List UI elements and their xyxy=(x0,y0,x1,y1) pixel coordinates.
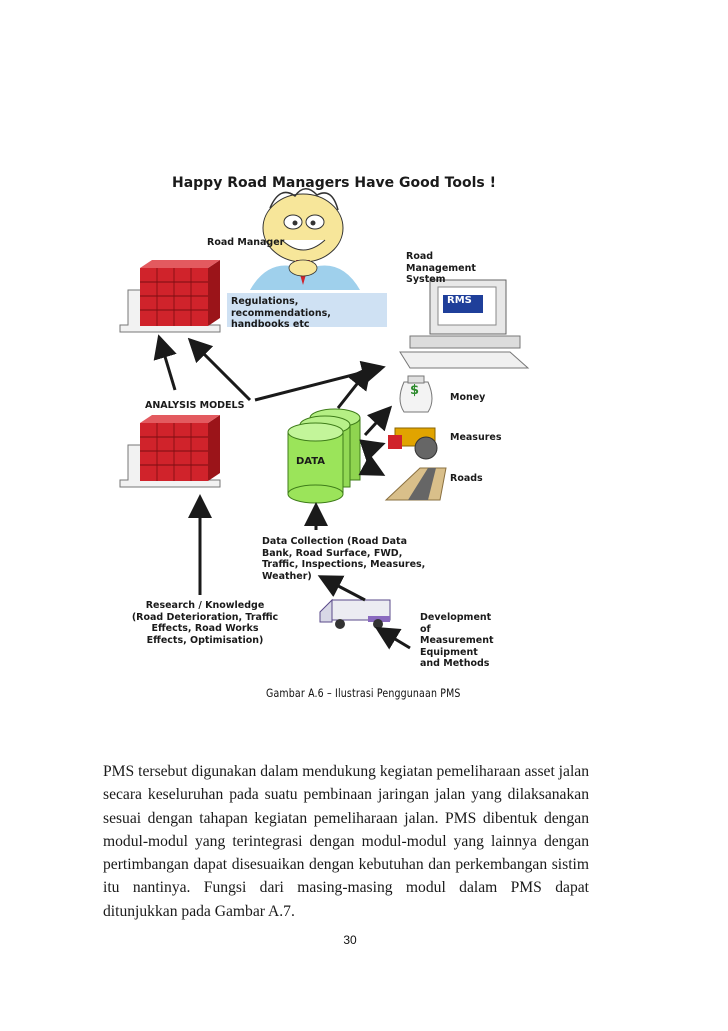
money-bag-icon xyxy=(399,375,433,413)
data-cylinder-icon xyxy=(287,408,361,504)
computer-icon xyxy=(399,279,530,369)
money-label: Money xyxy=(450,392,486,403)
rms-system-label: Road Management System xyxy=(406,251,476,285)
analysis-books-icon xyxy=(119,415,221,488)
development-label: Development of Measurement Equipment and… xyxy=(420,612,494,669)
road-icon xyxy=(384,467,447,501)
research-label: Research / Knowledge (Road Deterioration… xyxy=(131,600,279,646)
rms-screen-label: RMS xyxy=(447,295,472,306)
books-top-icon xyxy=(119,260,221,333)
pms-diagram xyxy=(119,188,530,650)
figure-caption: Gambar A.6 – Ilustrasi Penggunaan PMS xyxy=(266,686,461,700)
regulations-label: Regulations, recommendations, handbooks … xyxy=(231,296,331,330)
figure-title: Happy Road Managers Have Good Tools ! xyxy=(172,175,496,191)
measures-label: Measures xyxy=(450,432,502,443)
road-manager-label: Road Manager xyxy=(207,237,285,248)
road-roller-icon xyxy=(388,427,438,460)
page-number: 30 xyxy=(343,933,357,947)
pms-illustration: Happy Road Managers Have Good Tools ! Ro… xyxy=(110,160,540,670)
data-label: DATA xyxy=(296,456,326,467)
measurement-van-icon xyxy=(319,598,391,629)
data-collection-label: Data Collection (Road Data Bank, Road Su… xyxy=(262,536,426,582)
analysis-models-label: ANALYSIS MODELS xyxy=(145,400,245,411)
money-symbol: $ xyxy=(410,383,420,398)
flow-arrows xyxy=(153,334,411,650)
road-manager-cartoon-icon xyxy=(250,188,360,290)
regulations-box: Regulations, recommendations, handbooks … xyxy=(227,293,387,330)
roads-label: Roads xyxy=(450,473,483,484)
body-paragraph: PMS tersebut digunakan dalam mendukung k… xyxy=(103,763,589,920)
